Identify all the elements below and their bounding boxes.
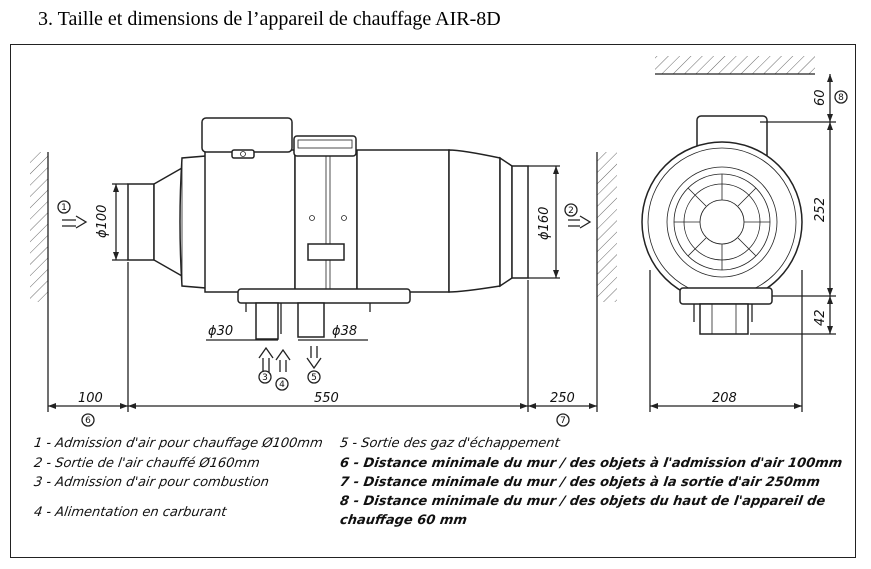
top-box bbox=[201, 117, 293, 153]
control-head bbox=[293, 135, 357, 157]
dim-text-250: 250 bbox=[550, 391, 575, 406]
dim-text-252: 252 bbox=[813, 197, 828, 222]
ceiling-wall bbox=[655, 56, 815, 75]
dimension-lines bbox=[47, 74, 836, 412]
marker-1: 1 bbox=[61, 203, 67, 213]
marker-5: 5 bbox=[311, 373, 317, 383]
legend-item-6: 6 - Distance minimale du mur / des objet… bbox=[338, 456, 844, 471]
combustion-pipe bbox=[255, 302, 279, 340]
inlet-cone bbox=[153, 166, 183, 278]
marker-4: 4 bbox=[279, 380, 285, 390]
drawing-frame bbox=[10, 44, 856, 558]
exhaust-pipe bbox=[297, 302, 325, 338]
dimension-arrowheads bbox=[48, 74, 833, 409]
dim-text-100: 100 bbox=[78, 391, 103, 406]
marker-circles bbox=[57, 90, 848, 427]
dim-text-phi160: ϕ160 bbox=[537, 207, 552, 240]
left-wall bbox=[30, 152, 49, 302]
front-mounting-plate bbox=[679, 287, 773, 305]
marker-3: 3 bbox=[262, 373, 268, 383]
marker-7: 7 bbox=[560, 416, 566, 426]
legend-item-4: 4 - Alimentation en carburant bbox=[32, 505, 228, 520]
legend-item-8: 8 - Distance minimale du mur / des objet… bbox=[338, 494, 827, 509]
dim-text-60: 60 bbox=[813, 89, 828, 106]
dim-text-550: 550 bbox=[314, 391, 339, 406]
legend-item-2: 2 - Sortie de l'air chauffé Ø160mm bbox=[32, 456, 261, 471]
inlet-duct bbox=[127, 183, 155, 261]
dim-text-208: 208 bbox=[712, 391, 737, 406]
right-wall bbox=[596, 152, 617, 302]
legend-item-7: 7 - Distance minimale du mur / des objet… bbox=[338, 475, 821, 490]
legend-item-1: 1 - Admission d'air pour chauffage Ø100m… bbox=[32, 436, 324, 451]
legend-item-8-cont: chauffage 60 mm bbox=[338, 513, 469, 528]
marker-6: 6 bbox=[85, 416, 91, 426]
heat-exchanger bbox=[356, 149, 450, 293]
heater-front-view bbox=[641, 115, 803, 335]
marker-8: 8 bbox=[838, 93, 844, 103]
dim-text-phi30: ϕ30 bbox=[208, 324, 233, 339]
front-outer-ring bbox=[641, 141, 803, 303]
mounting-plate bbox=[237, 288, 411, 304]
dim-text-phi100: ϕ100 bbox=[95, 205, 110, 238]
fan-housing bbox=[204, 149, 296, 293]
legend-item-3: 3 - Admission d'air pour combustion bbox=[32, 475, 270, 490]
dim-text-phi38: ϕ38 bbox=[332, 324, 357, 339]
heater-side-view bbox=[127, 117, 529, 340]
dim-text-42: 42 bbox=[813, 309, 828, 326]
flow-arrows bbox=[62, 215, 592, 372]
outlet-duct bbox=[511, 165, 529, 279]
marker-2: 2 bbox=[568, 206, 574, 216]
legend-item-5: 5 - Sortie des gaz d'échappement bbox=[338, 436, 561, 451]
page-title: 3. Taille et dimensions de l’appareil de… bbox=[38, 8, 501, 30]
